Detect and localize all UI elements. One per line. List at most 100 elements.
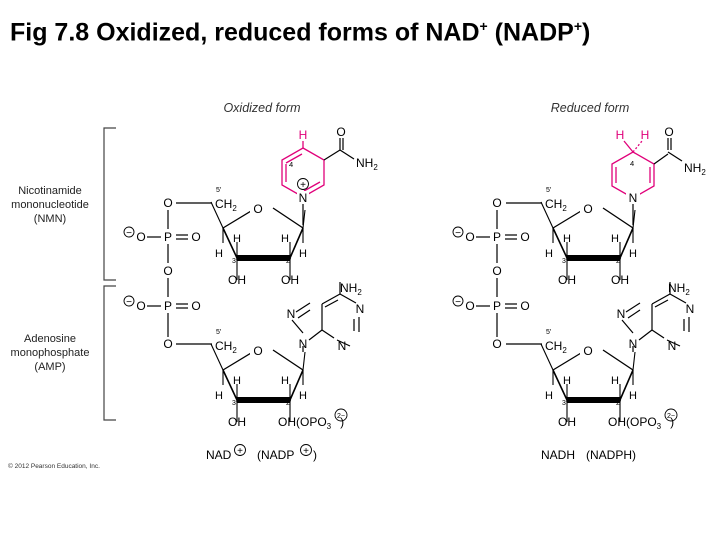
svg-text:NH2: NH2: [340, 281, 362, 297]
svg-text:N: N: [668, 339, 677, 353]
svg-text:4: 4: [630, 159, 634, 168]
svg-text:O: O: [163, 196, 172, 210]
svg-text:4: 4: [289, 160, 293, 169]
minus-charge-icon: [123, 295, 135, 307]
nadh-caption: NADH (NADPH): [541, 448, 636, 462]
svg-text:3′: 3′: [562, 400, 568, 407]
svg-text:+: +: [300, 180, 306, 191]
svg-text:H: H: [616, 128, 625, 142]
svg-text:CH2: CH2: [545, 197, 567, 213]
svg-text:H: H: [545, 390, 553, 402]
svg-text:5′: 5′: [216, 187, 222, 194]
svg-text:H: H: [281, 233, 289, 245]
svg-text:O: O: [136, 230, 145, 244]
svg-text:O: O: [253, 344, 262, 358]
svg-text:Nicotinamide: Nicotinamide: [18, 185, 82, 197]
svg-text:OH: OH: [558, 273, 576, 287]
svg-text:H: H: [299, 128, 308, 142]
svg-text:2−: 2−: [337, 413, 345, 420]
svg-text:H: H: [629, 248, 637, 260]
svg-text:N: N: [686, 302, 695, 316]
svg-text:O: O: [583, 344, 592, 358]
svg-text:5′: 5′: [546, 187, 552, 194]
svg-text:OH(OPO3): OH(OPO3): [608, 415, 674, 431]
svg-text:P: P: [493, 299, 501, 313]
svg-text:O: O: [520, 299, 529, 313]
svg-text:(AMP): (AMP): [34, 361, 65, 373]
svg-text:monophosphate: monophosphate: [11, 347, 90, 359]
svg-text:N: N: [299, 191, 308, 205]
svg-text:3′: 3′: [562, 258, 568, 265]
svg-text:−: −: [126, 297, 132, 308]
svg-text:OH: OH: [558, 415, 576, 429]
svg-text:N: N: [338, 339, 347, 353]
svg-text:O: O: [583, 202, 592, 216]
svg-text:H: H: [233, 375, 241, 387]
plus-charge-icon: [300, 444, 312, 456]
plus-charge-icon: [234, 444, 246, 456]
svg-text:O: O: [492, 337, 501, 351]
amp-bracket: [103, 285, 116, 421]
svg-text:H: H: [233, 233, 241, 245]
svg-text:CH2: CH2: [215, 339, 237, 355]
svg-text:H: H: [641, 128, 650, 142]
svg-text:H: H: [215, 390, 223, 402]
svg-text:2′: 2′: [286, 258, 292, 265]
svg-text:O: O: [253, 202, 262, 216]
svg-text:Adenosine: Adenosine: [24, 333, 76, 345]
svg-text:H: H: [563, 375, 571, 387]
svg-text:OH(OPO3): OH(OPO3): [278, 415, 344, 431]
svg-text:H: H: [611, 233, 619, 245]
svg-text:mononucleotide: mononucleotide: [11, 199, 89, 211]
plus-charge-icon: [297, 178, 309, 190]
svg-text:OH: OH: [281, 273, 299, 287]
svg-text:2−: 2−: [667, 413, 675, 420]
svg-text:O: O: [336, 125, 345, 139]
svg-text:N: N: [287, 307, 296, 321]
svg-text:+: +: [303, 446, 309, 457]
svg-text:NH2: NH2: [684, 161, 706, 177]
svg-text:N: N: [299, 337, 308, 351]
svg-text:NAD: NAD: [206, 448, 232, 462]
svg-text:CH2: CH2: [215, 197, 237, 213]
page-title: Fig 7.8 Oxidized, reduced forms of NAD+ …: [10, 18, 591, 47]
svg-text:H: H: [629, 390, 637, 402]
svg-text:H: H: [215, 248, 223, 260]
svg-text:OH: OH: [611, 273, 629, 287]
copyright: © 2012 Pearson Education, Inc.: [8, 463, 100, 470]
svg-text:−: −: [455, 228, 461, 239]
svg-text:P: P: [164, 299, 172, 313]
svg-text:H: H: [545, 248, 553, 260]
svg-text:CH2: CH2: [545, 339, 567, 355]
svg-text:(NMN): (NMN): [34, 213, 66, 225]
svg-text:NH2: NH2: [668, 281, 690, 297]
amp-label: Adenosine monophosphate (AMP): [11, 333, 90, 373]
svg-text:N: N: [629, 191, 638, 205]
svg-text:O: O: [520, 230, 529, 244]
svg-text:NH2: NH2: [356, 156, 378, 172]
svg-text:−: −: [126, 228, 132, 239]
svg-text:O: O: [492, 264, 501, 278]
svg-text:H: H: [299, 390, 307, 402]
svg-text:H: H: [281, 375, 289, 387]
nmn-bracket: [103, 127, 116, 281]
nmn-label: Nicotinamide mononucleotide (NMN): [11, 185, 89, 225]
svg-text:O: O: [191, 230, 200, 244]
nicotinamide-ring-reduced: [611, 140, 655, 199]
svg-text:O: O: [492, 196, 501, 210]
two-minus-charge-icon: [334, 408, 348, 422]
svg-text:N: N: [629, 337, 638, 351]
minus-charge-icon: [123, 226, 135, 238]
reduced-molecule: H H 4 N O NH2 O H H H H 3′ 2′ OH OH 5′ C…: [452, 125, 706, 431]
svg-text:P: P: [164, 230, 172, 244]
svg-text:OH: OH: [228, 273, 246, 287]
svg-text:5′: 5′: [216, 329, 222, 336]
svg-text:2′: 2′: [616, 400, 622, 407]
svg-text:(NADPH): (NADPH): [586, 448, 636, 462]
svg-text:O: O: [664, 125, 673, 139]
svg-text:O: O: [465, 299, 474, 313]
svg-text:+: +: [237, 446, 243, 457]
svg-text:H: H: [299, 248, 307, 260]
svg-text:): ): [313, 448, 317, 462]
